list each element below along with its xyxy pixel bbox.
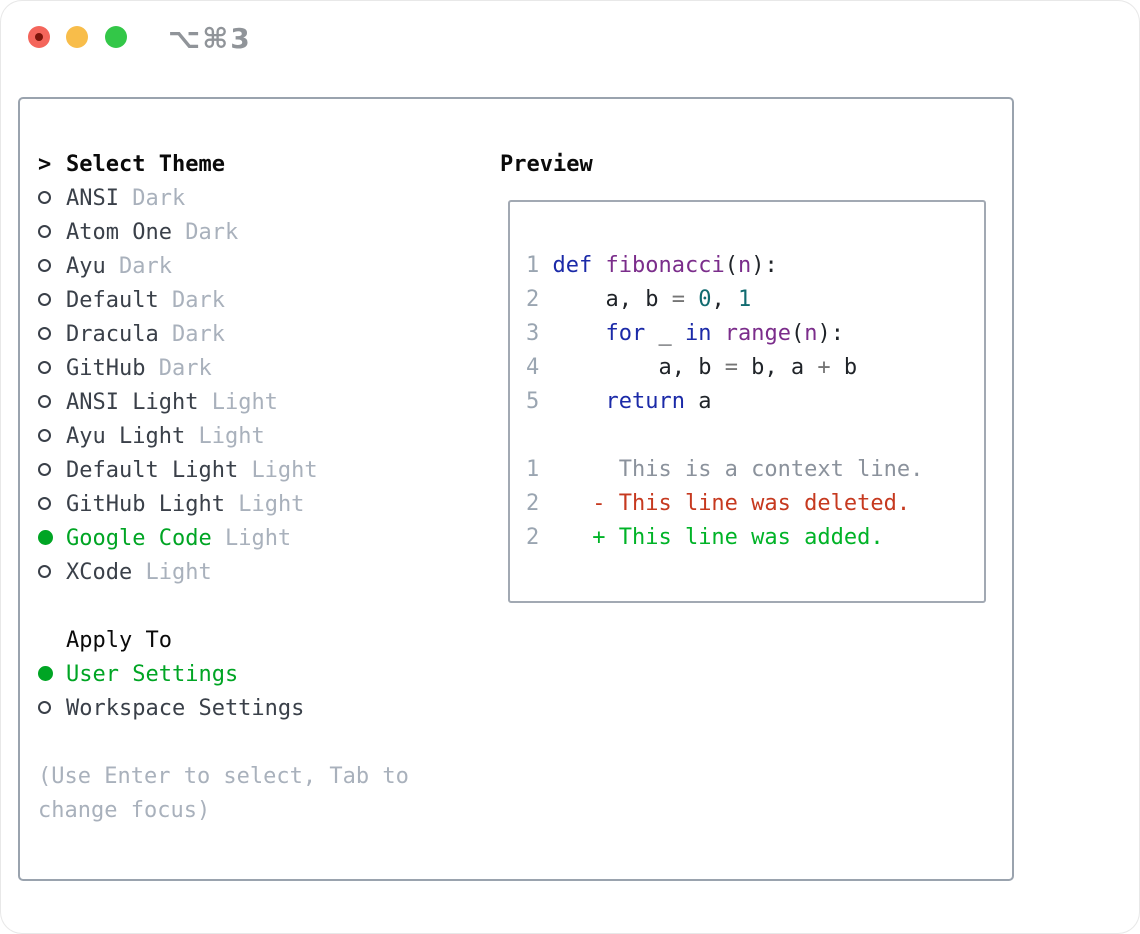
help-text: (Use Enter to select, Tab to change focu… — [38, 764, 409, 823]
theme-variant-tag: Light — [211, 390, 278, 415]
minimize-button-icon[interactable] — [66, 26, 88, 48]
radio-icon — [38, 420, 66, 454]
theme-option-ansi[interactable]: ANSI Dark — [38, 182, 468, 216]
theme-variant-tag: Light — [224, 526, 292, 551]
radio-icon — [38, 182, 66, 216]
radio-selected-icon — [38, 658, 66, 692]
radio-icon — [38, 250, 66, 284]
diff-line-context: 1 This is a context line. — [526, 457, 924, 482]
theme-name: GitHub — [66, 356, 146, 381]
radio-selected-icon — [38, 522, 66, 556]
theme-option-ayu[interactable]: Ayu Dark — [38, 250, 468, 284]
theme-name: ANSI — [66, 186, 119, 211]
theme-option-ansi-light[interactable]: ANSI Light Light — [38, 386, 468, 420]
spacer — [38, 590, 468, 624]
theme-option-default-light[interactable]: Default Light Light — [38, 454, 468, 488]
close-button-icon[interactable] — [28, 26, 50, 48]
diff-line-added: 2 + This line was added. — [526, 525, 884, 550]
radio-icon — [38, 352, 66, 386]
cursor-icon: > — [38, 152, 52, 177]
radio-icon — [38, 556, 66, 590]
theme-option-default[interactable]: Default Dark — [38, 284, 468, 318]
theme-name: Atom One — [66, 220, 172, 245]
theme-name: Ayu Light — [66, 424, 186, 449]
theme-name: ANSI Light — [66, 390, 199, 415]
code-line: 1 def fibonacci(n): — [526, 253, 778, 278]
code-line: 5 return a — [526, 389, 712, 414]
apply-option-label: User Settings — [66, 662, 239, 687]
radio-icon — [38, 216, 66, 250]
theme-variant-tag: Light — [238, 492, 305, 517]
zoom-button-icon[interactable] — [105, 26, 127, 48]
theme-option-dracula[interactable]: Dracula Dark — [38, 318, 468, 352]
theme-variant-tag: Dark — [119, 254, 172, 279]
select-theme-header-row: > Select Theme — [38, 148, 468, 182]
code-line: 2 a, b = 0, 1 — [526, 287, 752, 312]
theme-name: Default Light — [66, 458, 239, 483]
theme-option-atom-one[interactable]: Atom One Dark — [38, 216, 468, 250]
code-line: 4 a, b = b, a + b — [526, 355, 858, 380]
apply-to-header-row: Apply To — [38, 624, 468, 658]
spacer — [526, 419, 984, 453]
theme-name: Google Code — [66, 526, 212, 551]
titlebar: ⌥⌘3 — [0, 0, 1140, 70]
radio-icon — [38, 386, 66, 420]
window-title: ⌥⌘3 — [168, 22, 252, 55]
radio-icon — [38, 692, 66, 726]
spacer — [38, 726, 468, 760]
apply-option-workspace-settings[interactable]: Workspace Settings — [38, 692, 468, 726]
theme-option-google-code[interactable]: Google Code Light — [38, 522, 468, 556]
radio-icon — [38, 318, 66, 352]
theme-variant-tag: Light — [198, 424, 265, 449]
theme-variant-tag: Dark — [132, 186, 186, 211]
select-theme-header: Select Theme — [66, 152, 225, 177]
theme-variant-tag: Dark — [171, 288, 225, 313]
diff-line-deleted: 2 - This line was deleted. — [526, 491, 911, 516]
theme-variant-tag: Dark — [171, 322, 225, 347]
theme-variant-tag: Dark — [185, 220, 239, 245]
apply-option-label: Workspace Settings — [66, 696, 305, 721]
code-line: 3 for _ in range(n): — [526, 321, 844, 346]
theme-name: XCode — [66, 560, 133, 585]
theme-name: Dracula — [66, 322, 159, 347]
theme-name: Default — [66, 288, 159, 313]
theme-name: GitHub Light — [66, 492, 225, 517]
radio-icon — [38, 488, 66, 522]
apply-to-header: Apply To — [66, 628, 172, 653]
theme-option-github[interactable]: GitHub Dark — [38, 352, 468, 386]
theme-option-xcode[interactable]: XCode Light — [38, 556, 468, 590]
theme-variant-tag: Dark — [158, 356, 212, 381]
theme-name: Ayu — [66, 254, 106, 279]
apply-option-user-settings[interactable]: User Settings — [38, 658, 468, 692]
code-preview: 1 def fibonacci(n): 2 a, b = 0, 1 3 for _ … — [526, 249, 984, 419]
diff-preview: 1 This is a context line. 2 - This line w… — [526, 453, 984, 555]
theme-variant-tag: Light — [145, 560, 212, 585]
theme-option-ayu-light[interactable]: Ayu Light Light — [38, 420, 468, 454]
radio-icon — [38, 284, 66, 318]
radio-icon — [38, 454, 66, 488]
theme-variant-tag: Light — [251, 458, 318, 483]
theme-option-github-light[interactable]: GitHub Light Light — [38, 488, 468, 522]
preview-box: 1 def fibonacci(n): 2 a, b = 0, 1 3 for _ … — [508, 200, 986, 603]
preview-header: Preview — [500, 152, 593, 177]
